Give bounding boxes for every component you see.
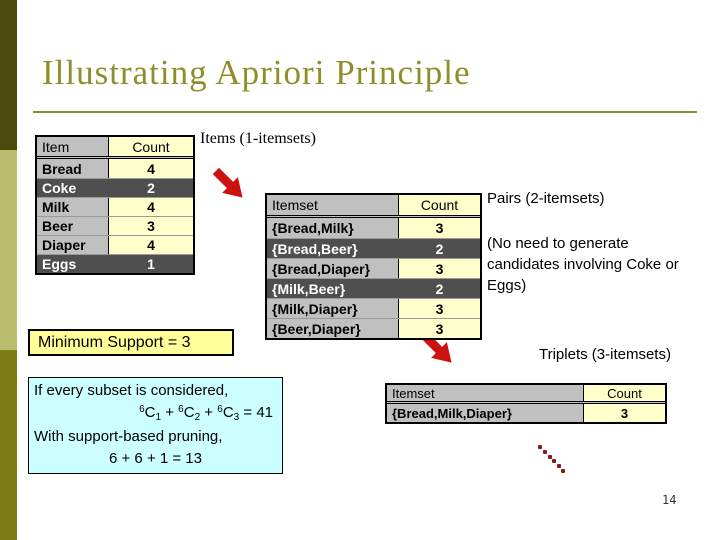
pairs-label: Pairs (2-itemsets) [487,190,605,207]
count-cell: 2 [435,280,444,297]
page-number: 14 [662,493,677,507]
column-header: Count [583,385,665,401]
column-header: Item [42,138,70,155]
count-cell: 3 [398,299,480,318]
formula-text: = 41 [239,404,273,421]
item-cell: Coke [42,180,77,196]
slide-title: Illustrating Apriori Principle [42,53,471,92]
items-table: Item Count Bread 4 Coke 2 Milk 4 Beer 3 … [35,135,195,275]
column-header: Count [108,137,193,156]
triplets-label: Triplets (3-itemsets) [539,346,671,363]
table-row: Bread 4 [37,159,193,178]
item-cell: Eggs [42,256,77,272]
formula-sup: 6 [217,404,223,415]
dotted-trail-icon [538,445,568,475]
count-cell: 1 [147,256,155,272]
items-label: Items (1-itemsets) [200,130,316,147]
formula-text: + [200,404,218,421]
formula-text: + [161,404,179,421]
minimum-support-box: Minimum Support = 3 [28,329,234,356]
accent-bar-bottom [0,350,17,540]
table-row: Milk 4 [37,197,193,216]
count-cell: 3 [583,404,665,422]
itemset-cell: {Bread,Milk,Diaper} [392,405,512,421]
table-header-row: Item Count [37,137,193,159]
count-cell: 3 [108,217,193,235]
formula-sup: 6 [139,404,145,415]
table-header-row: Itemset Count [387,385,665,404]
pruning-formula-full: 6C1 + 6C2 + 6C3 = 41 [34,402,277,426]
pairs-table: Itemset Count {Bread,Milk} 3 {Bread,Beer… [265,193,482,340]
pruning-formula-pruned: 6 + 6 + 1 = 13 [109,450,202,467]
itemset-cell: {Beer,Diaper} [272,320,361,337]
count-cell: 4 [108,198,193,216]
column-header: Itemset [272,197,318,213]
itemset-cell: {Bread,Milk} [272,220,354,236]
table-row: {Bread,Milk,Diaper} 3 [387,404,665,422]
accent-bar-top [0,0,17,150]
formula-sub: 2 [194,412,201,423]
title-underline [33,111,697,113]
count-cell: 2 [435,240,444,257]
down-right-arrow-icon [416,327,463,374]
table-row: {Beer,Diaper} 3 [267,318,480,338]
note-label: (No need to generate candidates involvin… [487,235,679,294]
table-row-pruned: {Bread,Beer} 2 [267,238,480,258]
pruning-line-1: If every subset is considered, [34,382,229,399]
table-row: {Bread,Diaper} 3 [267,258,480,278]
pruning-line-3: With support-based pruning, [34,428,223,445]
down-right-arrow-icon [207,162,254,209]
table-row-pruned: {Milk,Beer} 2 [267,278,480,298]
formula-sup: 6 [178,404,184,415]
table-row: Beer 3 [37,216,193,235]
count-cell: 3 [398,218,480,238]
table-row-pruned: Eggs 1 [37,254,193,273]
itemset-cell: {Bread,Beer} [272,240,358,257]
formula-text: C [144,404,156,421]
itemset-cell: {Milk,Beer} [272,280,346,297]
itemset-cell: {Milk,Diaper} [272,300,358,317]
formula-sub: 1 [155,412,162,423]
table-row: {Bread,Milk} 3 [267,218,480,238]
table-header-row: Itemset Count [267,195,480,218]
count-cell: 3 [398,319,480,338]
item-cell: Milk [42,199,70,215]
item-cell: Diaper [42,237,86,253]
count-cell: 2 [147,180,155,196]
table-row-pruned: Coke 2 [37,178,193,197]
count-cell: 3 [398,259,480,278]
formula-text: C [222,404,234,421]
pruning-explanation-box: If every subset is considered, 6C1 + 6C2… [28,377,283,474]
item-cell: Bread [42,160,82,177]
formula-sub: 3 [233,412,240,423]
itemset-cell: {Bread,Diaper} [272,260,371,277]
item-cell: Beer [42,218,74,234]
table-row: Diaper 4 [37,235,193,254]
table-row: {Milk,Diaper} 3 [267,298,480,318]
formula-text: C [183,404,195,421]
triplets-table: Itemset Count {Bread,Milk,Diaper} 3 [385,383,667,424]
column-header: Itemset [392,385,435,401]
count-cell: 4 [108,159,193,178]
accent-bar-middle [0,150,17,350]
count-cell: 4 [108,236,193,254]
column-header: Count [398,195,480,215]
